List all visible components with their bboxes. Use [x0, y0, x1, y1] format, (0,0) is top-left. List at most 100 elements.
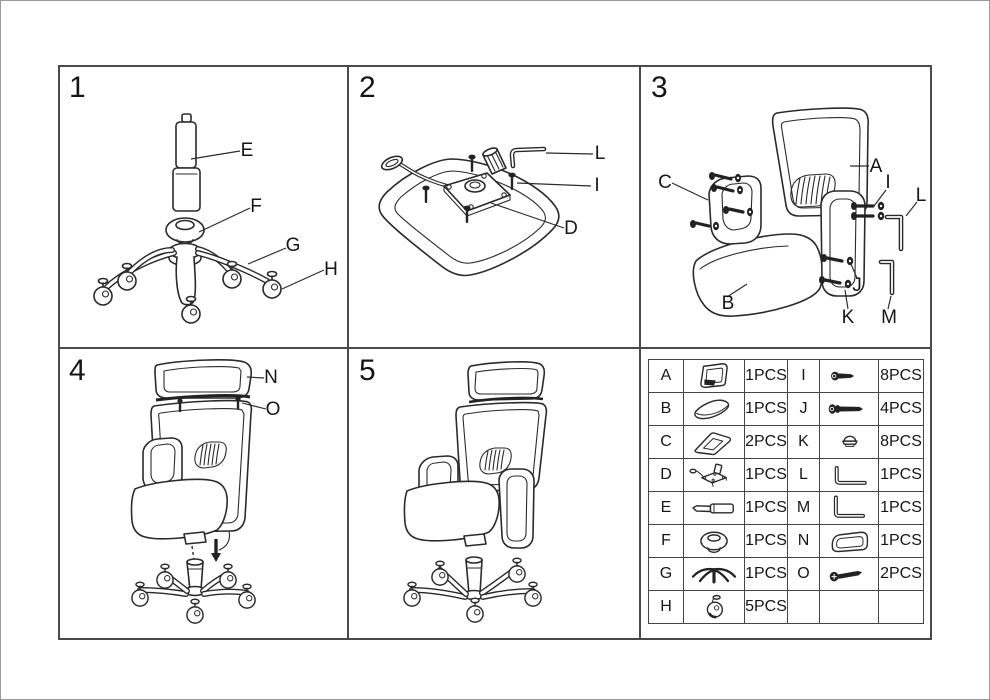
- left-armrest-drawing: [142, 437, 183, 492]
- callout-l: L: [915, 185, 927, 206]
- leader-lines: [490, 152, 594, 229]
- table-row: C 2PCS K 8PCS: [648, 425, 924, 459]
- part-letter: C: [648, 425, 684, 459]
- part-qty: 2PCS: [744, 425, 788, 459]
- part-icon-cell: [683, 524, 745, 558]
- part-qty: 2PCS: [878, 557, 924, 591]
- star-base-drawing: [93, 242, 282, 324]
- pedestal-drawing: [131, 558, 256, 624]
- part-qty: 8PCS: [878, 425, 924, 459]
- drop-arrow-drawing: [191, 539, 221, 562]
- leader-lines: [190, 150, 325, 290]
- step-panel-1: 1 E F G H: [58, 65, 348, 348]
- part-qty: 1PCS: [878, 458, 924, 492]
- backrest-icon: [700, 363, 728, 389]
- assembled-chair-drawing: [403, 361, 548, 549]
- tilt-mechanism-icon: [689, 463, 727, 487]
- seat-drawing: [692, 233, 824, 317]
- part-qty: [878, 590, 924, 624]
- short-bolt-icon: [831, 371, 855, 381]
- part-qty: 1PCS: [744, 491, 788, 525]
- part-icon-cell: [683, 458, 745, 492]
- part-letter: B: [648, 392, 684, 426]
- part-letter: O: [787, 557, 820, 591]
- part-letter: G: [648, 557, 684, 591]
- cap-nut-icon: [842, 435, 858, 447]
- grid-divider: [58, 347, 932, 349]
- star-base-icon: [691, 567, 737, 584]
- step-1-illustration: [93, 113, 325, 324]
- sheet-border: [58, 65, 932, 640]
- part-letter: [787, 590, 820, 624]
- left-fasteners-drawing: [690, 172, 753, 231]
- step-number: 2: [359, 71, 376, 104]
- gas-lift-drawing: [172, 113, 201, 212]
- callout-d: D: [564, 218, 578, 239]
- part-letter: J: [787, 392, 820, 426]
- step-5-illustration: [403, 361, 548, 623]
- part-letter: L: [787, 458, 820, 492]
- callout-i: I: [885, 172, 891, 193]
- part-icon-cell: [683, 590, 745, 624]
- table-row: F 1PCS N 1PCS: [648, 524, 924, 558]
- part-qty: 4PCS: [878, 392, 924, 426]
- part-qty: 5PCS: [744, 590, 788, 624]
- part-icon-cell: [683, 491, 745, 525]
- step-4-illustration: [130, 359, 267, 624]
- callout-i: I: [594, 175, 600, 196]
- callout-l: L: [594, 143, 606, 164]
- callout-m: M: [881, 307, 897, 328]
- part-letter: N: [787, 524, 820, 558]
- callout-a: A: [869, 156, 883, 177]
- table-row: A 1PCS I 8PCS: [648, 359, 924, 393]
- part-icon-cell: [819, 458, 879, 492]
- part-icon-cell: [683, 359, 745, 393]
- armrest-icon: [694, 432, 732, 456]
- headrest-drawing: [154, 359, 253, 402]
- step-panel-5: 5: [348, 348, 640, 640]
- callout-e: E: [240, 140, 254, 161]
- part-letter: M: [787, 491, 820, 525]
- part-icon-cell: [819, 359, 879, 393]
- step-2-illustration: [378, 146, 594, 277]
- callout-h: H: [324, 259, 338, 280]
- part-icon-cell: [819, 392, 879, 426]
- table-row: G 1PCS O: [648, 557, 924, 591]
- step-panel-3: 3 C A I L B J K M: [640, 65, 932, 348]
- screws-drawing: [422, 154, 516, 223]
- part-letter: I: [787, 359, 820, 393]
- table-row: E 1PCS M 1PCS: [648, 491, 924, 525]
- caster-icon: [706, 594, 724, 619]
- screw-icon: [829, 570, 863, 582]
- tilt-mechanism-drawing: [380, 147, 511, 217]
- part-letter: K: [787, 425, 820, 459]
- part-qty: 1PCS: [878, 524, 924, 558]
- leader-lines: [671, 165, 918, 310]
- table-row: D 1PCS L: [648, 458, 924, 492]
- allen-key-drawing: [509, 146, 547, 169]
- part-qty: 1PCS: [744, 458, 788, 492]
- part-letter: D: [648, 458, 684, 492]
- table-row: H 5PCS: [648, 590, 924, 624]
- part-qty: 1PCS: [744, 524, 788, 558]
- step-number: 3: [651, 71, 668, 104]
- step-panel-2: 2 L I D: [348, 65, 640, 348]
- part-icon-cell: [683, 392, 745, 426]
- pedestal-drawing: [403, 556, 542, 623]
- part-qty: 1PCS: [744, 359, 788, 393]
- headrest-icon: [831, 531, 869, 553]
- seat-cushion-icon: [694, 399, 730, 420]
- callout-k: K: [841, 307, 855, 328]
- callout-b: B: [721, 293, 735, 314]
- table-row: B 1PCS J 4PCS: [648, 392, 924, 426]
- part-icon-cell: [683, 557, 745, 591]
- allen-key-icon: [834, 465, 867, 485]
- part-icon-cell: [819, 425, 879, 459]
- part-qty: 8PCS: [878, 359, 924, 393]
- allen-key-small-icon: [833, 495, 866, 518]
- base-cover-drawing: [165, 217, 205, 245]
- callout-g: G: [285, 235, 301, 256]
- callout-f: F: [250, 196, 262, 217]
- allen-keys-drawing: [878, 214, 904, 296]
- long-bolt-icon: [828, 404, 863, 414]
